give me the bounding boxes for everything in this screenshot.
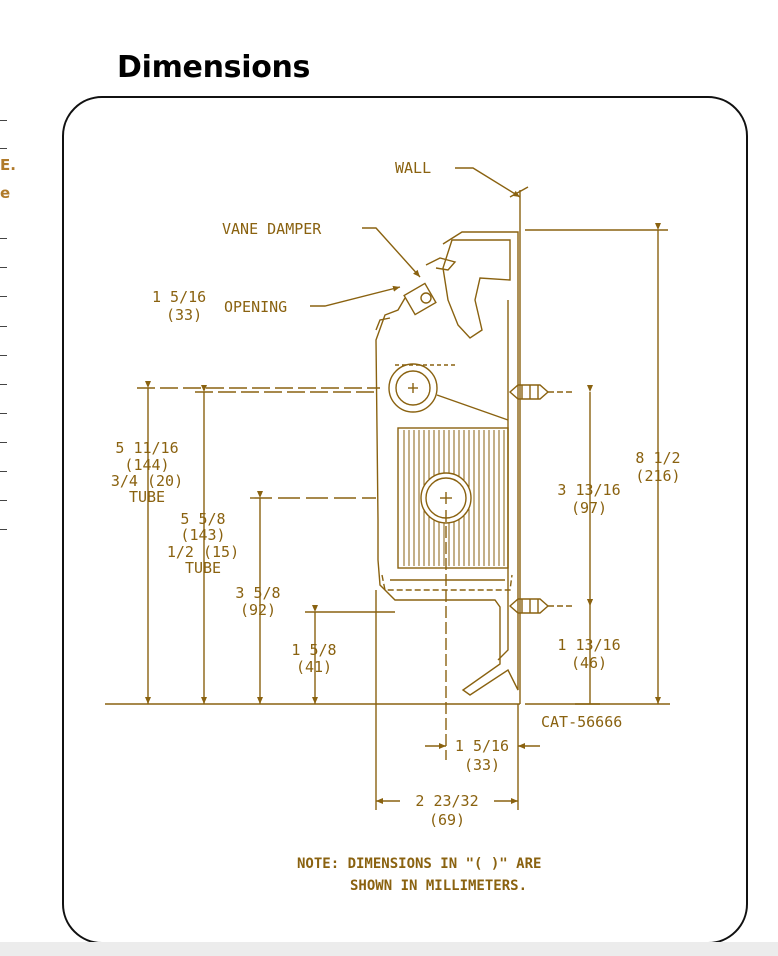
dim-c-label: 3 5/8 (235, 584, 280, 602)
margin-rule (0, 500, 7, 501)
damper-housing (442, 239, 511, 339)
margin-rule (0, 384, 7, 385)
dim-a-tube-label: TUBE (129, 488, 165, 506)
upper-tube-outer (388, 363, 438, 413)
dim-e-mm: (216) (635, 467, 680, 485)
dim-a-mm: (144) (124, 456, 169, 474)
dim-h-mm: (33) (464, 756, 500, 774)
margin-rule (0, 413, 7, 414)
catalog-number: CAT-56666 (541, 713, 622, 731)
vane-damper-body (403, 282, 437, 316)
margin-fragment: e (0, 184, 11, 202)
cabinet-outline (375, 231, 519, 696)
dim-b-label: 5 5/8 (180, 510, 225, 528)
dim-b-mm: (143) (180, 526, 225, 544)
wall-leader (455, 167, 521, 198)
upper-screw (508, 384, 550, 400)
dim-h-label: 1 5/16 (455, 737, 509, 755)
dim-d-label: 1 5/8 (291, 641, 336, 659)
margin-rule (0, 267, 7, 268)
dim-d-mm: (41) (296, 658, 332, 676)
vane-damper-label: VANE DAMPER (222, 220, 322, 238)
vane-damper-blade (425, 257, 457, 271)
margin-rule (0, 355, 7, 356)
dim-b-tube-size: 1/2 (15) (167, 543, 239, 561)
fin-coil-fins (403, 430, 505, 566)
dim-c-mm: (92) (240, 601, 276, 619)
drip-tray (381, 574, 513, 591)
opening-dim-label: 1 5/16 (152, 288, 206, 306)
dim-f-label: 3 13/16 (557, 481, 620, 499)
vane-damper-pivot (420, 292, 432, 304)
bottom-scroll-strip (0, 942, 778, 956)
lower-screw (508, 598, 550, 614)
dim-i-mm: (69) (429, 811, 465, 829)
drawing-lines (105, 167, 670, 810)
opening-leader (310, 285, 401, 307)
dim-g-mm: (46) (571, 654, 607, 672)
front-curve (375, 317, 391, 331)
dim-a-label: 5 11/16 (115, 439, 178, 457)
margin-rule (0, 148, 7, 149)
fin-coil (397, 427, 509, 569)
margin-fragment: E. (0, 156, 16, 174)
dim-i-label: 2 23/32 (415, 792, 478, 810)
dim-b-tube-label: TUBE (185, 559, 221, 577)
margin-rule (0, 326, 7, 327)
dim-g-label: 1 13/16 (557, 636, 620, 654)
upper-tube-inner (395, 370, 431, 406)
margin-rule (0, 238, 7, 239)
dim-a-tube-size: 3/4 (20) (111, 472, 183, 490)
margin-rule (0, 471, 7, 472)
note-line-2: SHOWN IN MILLIMETERS. (350, 878, 527, 894)
section-heading: Dimensions (117, 50, 311, 85)
margin-rule (0, 442, 7, 443)
note-line-1: NOTE: DIMENSIONS IN "( )" ARE (297, 856, 541, 872)
back-panel (497, 300, 509, 661)
margin-rule (0, 529, 7, 530)
margin-rule (0, 296, 7, 297)
wall-label: WALL (395, 159, 431, 177)
dim-f-mm: (97) (571, 499, 607, 517)
vane-damper-leader (362, 227, 421, 278)
dim-e-label: 8 1/2 (635, 449, 680, 467)
margin-rule (0, 120, 7, 121)
opening-label: OPENING (224, 298, 287, 316)
opening-mm-label: (33) (166, 306, 202, 324)
left-margin-rules: E. e (0, 0, 16, 956)
